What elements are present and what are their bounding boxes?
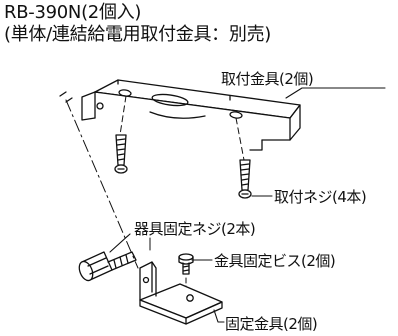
label-fixture-screw: 器具固定ネジ(2本) (134, 220, 256, 238)
mounting-screw-left (114, 134, 128, 174)
label-bracket-screw: 金具固定ビス(2個) (214, 252, 336, 270)
mounting-bracket (81, 79, 301, 151)
label-mounting-bracket: 取付金具(2個) (221, 70, 314, 88)
leader-lines (109, 87, 386, 323)
fixing-bracket (139, 261, 223, 325)
title-model: RB-390N(2個入) (4, 2, 142, 23)
projection-lines (119, 95, 245, 161)
fixture-screw (78, 251, 137, 282)
center-line (65, 99, 151, 269)
title-note: (単体/連結給電用取付金具：別売) (4, 24, 272, 45)
mounting-screw-right (238, 159, 252, 199)
label-mounting-screw: 取付ネジ(4本) (274, 188, 367, 206)
label-fixing-bracket: 固定金具(2個) (225, 315, 318, 333)
bracket-fixing-screw (178, 253, 194, 275)
